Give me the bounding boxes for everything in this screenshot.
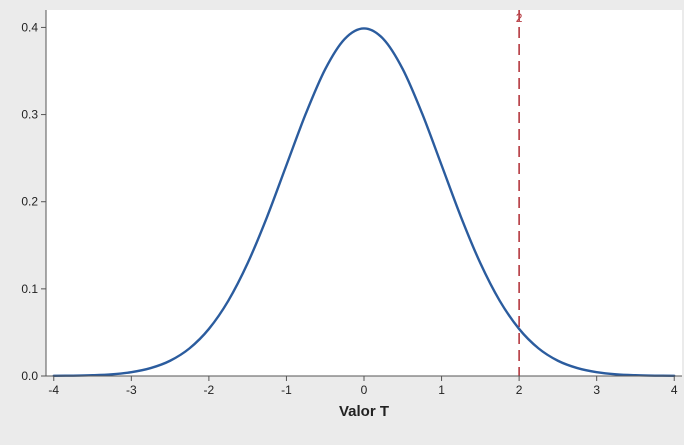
x-tick-label: 0 [361,383,368,397]
y-tick-label: 0.2 [21,195,38,209]
y-tick-label: 0.3 [21,108,38,122]
series-layer [52,27,676,378]
x-axis-title: Valor T [339,403,389,420]
x-tick-label: 2 [516,383,523,397]
y-tick-label: 0.1 [21,282,38,296]
x-tick-label: 1 [438,383,445,397]
plot-area [46,10,682,376]
reference-line-label: 2 [516,11,523,25]
x-tick-label: 4 [671,383,678,397]
y-tick-label: 0.0 [21,369,38,383]
x-tick-label: -3 [126,383,137,397]
x-tick-label: -2 [204,383,215,397]
x-tick-label: -4 [48,383,59,397]
density-curve [52,27,676,378]
axis-layer: -4 -3 -2 -1 0 1 2 3 4 0.0 0.1 0.2 0.3 0.4 [21,10,682,397]
reference-line-layer: 2 [516,10,523,376]
x-tick-label: -1 [281,383,292,397]
x-tick-label: 3 [593,383,600,397]
y-tick-label: 0.4 [21,20,38,34]
